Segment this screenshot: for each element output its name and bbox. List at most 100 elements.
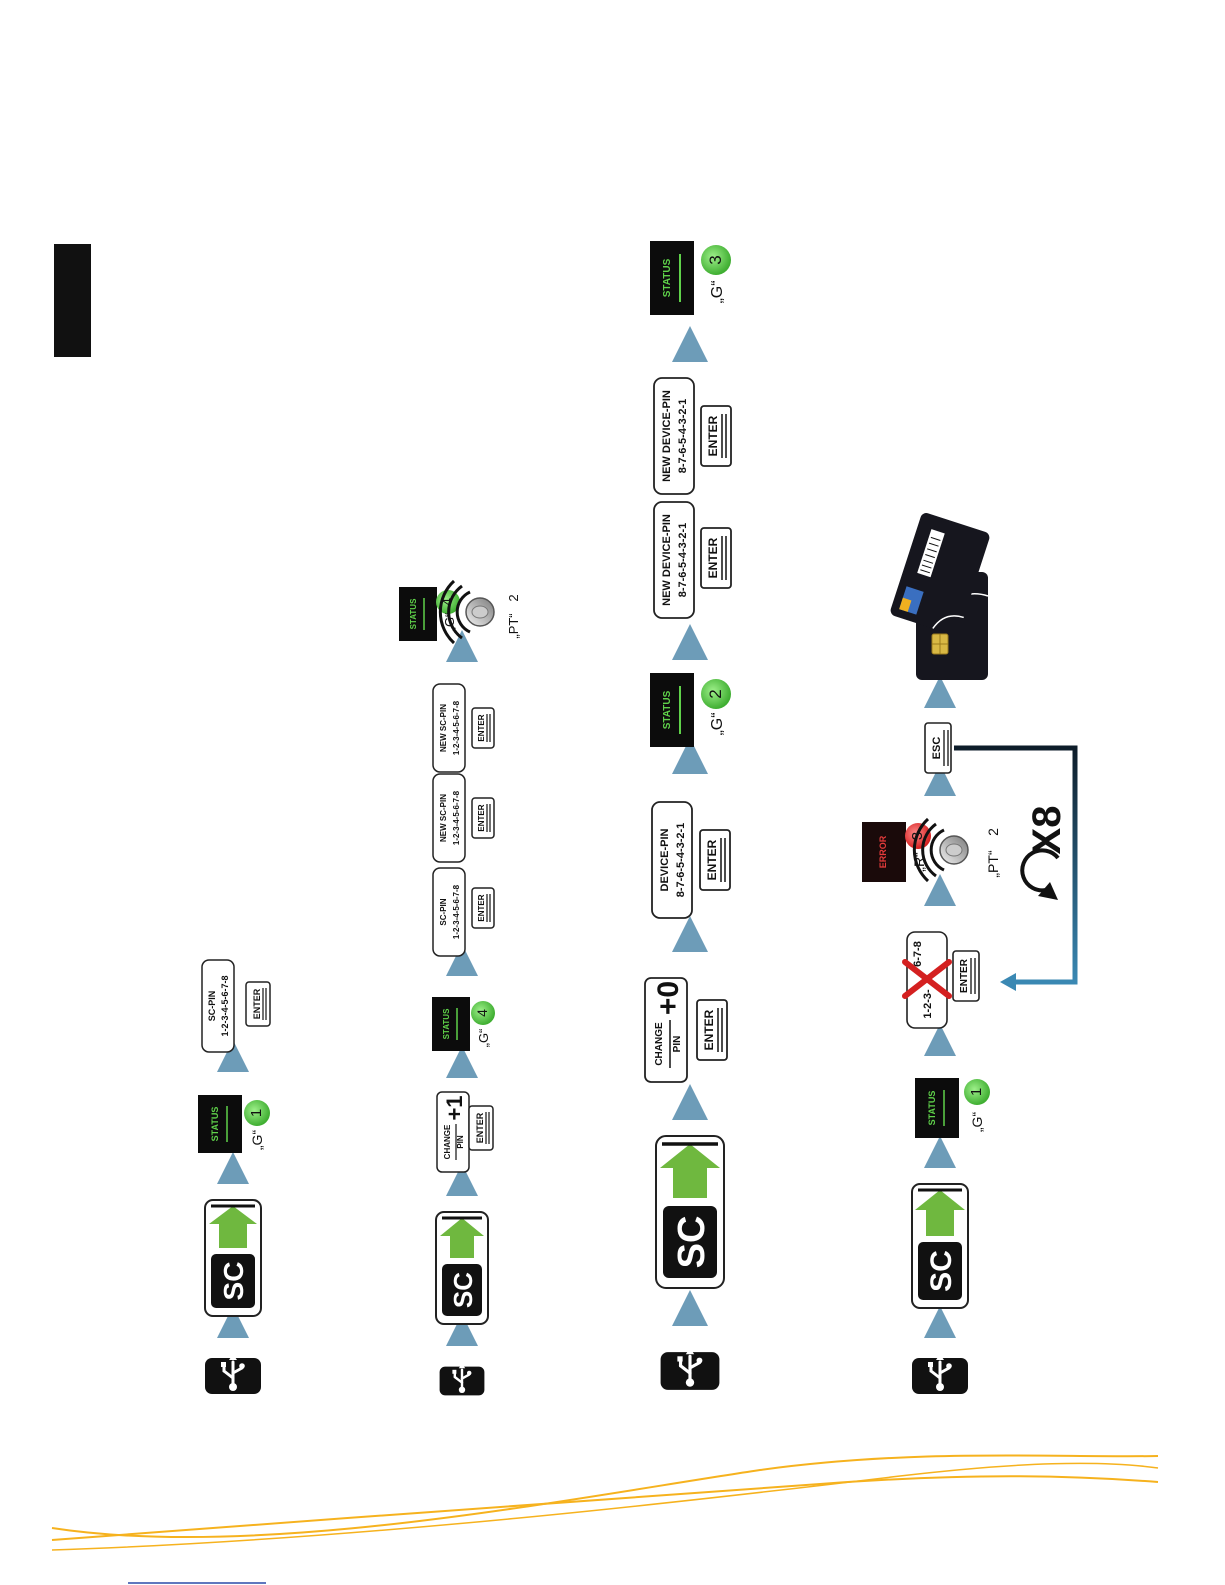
beep-count: 2 — [506, 594, 521, 601]
led-indicator — [964, 1079, 990, 1105]
loop-arrowhead — [1000, 973, 1016, 991]
smartcards-image — [890, 513, 990, 680]
pin-value: 8-7-6-5-4-3-2-1 — [675, 823, 687, 898]
flow-row-2: SC CHANGE PIN +1 ENTER STATUS 4 „G“ — [399, 579, 521, 1397]
pin-entry-device-pin: DEVICE-PIN 8-7-6-5-4-3-2-1 — [651, 801, 693, 919]
usb-icon — [203, 1352, 263, 1396]
pin-title: SC-PIN — [207, 991, 217, 1022]
cross-icon — [902, 959, 952, 999]
pin-title: NEW DEVICE-PIN — [661, 390, 673, 482]
pin-value: 8-7-6-5-4-3-2-1 — [677, 523, 689, 598]
loop-back-connector — [954, 745, 1078, 985]
pin-label: PIN — [456, 1135, 465, 1149]
beep-count: 2 — [985, 828, 1001, 836]
plus-one-label: +1 — [442, 1095, 467, 1120]
side-tab — [54, 244, 91, 357]
change-label: CHANGE — [443, 1124, 452, 1159]
sc-label: SC — [448, 1272, 478, 1308]
pin-title: SC-PIN — [439, 898, 448, 925]
pin-value: 8-7-6-5-4-3-2-1 — [677, 399, 689, 474]
pin-entry-new-device-pin: NEW DEVICE-PIN 8-7-6-5-4-3-2-1 — [653, 501, 695, 619]
esc-key: ESC — [924, 722, 952, 774]
plus-zero-label: +0 — [652, 981, 685, 1015]
repeat-count-label: X8 — [1025, 806, 1069, 855]
pin-entry-new-sc-pin: NEW SC-PIN 1-2-3-4-5-6-7-8 — [432, 683, 466, 773]
pin-title: DEVICE-PIN — [659, 828, 671, 891]
enter-label: ENTER — [706, 537, 720, 578]
status-label: STATUS — [662, 258, 673, 297]
led-count: 1 — [968, 1088, 985, 1096]
pin-value: 1-2-3-4-5-6-7-8 — [452, 790, 461, 845]
beep-label: „PT“ — [506, 613, 521, 638]
enter-key: ENTER — [245, 981, 271, 1027]
pin-title: NEW DEVICE-PIN — [661, 514, 673, 606]
status-display: STATUS — [198, 1095, 242, 1153]
led-color-label: „G“ — [969, 1112, 985, 1133]
enter-key: ENTER — [471, 707, 495, 749]
led-count: 4 — [474, 1009, 490, 1017]
error-label: ERROR — [878, 835, 888, 868]
pin-entry-new-device-pin: NEW DEVICE-PIN 8-7-6-5-4-3-2-1 — [653, 377, 695, 495]
status-display: STATUS — [432, 997, 470, 1051]
status-display: STATUS — [915, 1078, 959, 1138]
led-indicator — [701, 679, 731, 709]
flow-row-4: SC STATUS 1 „G“ 1-2-3- 6-7-8 ENTER — [862, 513, 1078, 1396]
led-color-label: „G“ — [709, 712, 726, 735]
pin-entry-sc-pin: SC-PIN 1-2-3-4-5-6-7-8 — [201, 959, 235, 1053]
flow-row-1: SC STATUS 1 „G“ SC-PIN 1-2-3-4-5-6-7-8 E… — [198, 959, 271, 1396]
usb-icon — [438, 1362, 486, 1397]
enter-key: ENTER — [700, 527, 732, 589]
led-count: 3 — [706, 255, 725, 264]
enter-label: ENTER — [252, 988, 262, 1019]
esc-label: ESC — [931, 737, 943, 760]
pin-value: 1-2-3-4-5-6-7-8 — [452, 700, 461, 755]
led-indicator — [244, 1100, 270, 1126]
pin-label: PIN — [672, 1036, 683, 1053]
enter-label: ENTER — [477, 804, 486, 831]
error-display: ERROR — [862, 822, 906, 882]
flow-row-3: SC CHANGE PIN +0 ENTER DEVICE-PIN 8-7-6-… — [644, 241, 732, 1392]
change-pin-plus-one: CHANGE PIN +1 — [436, 1091, 470, 1173]
enter-label: ENTER — [477, 714, 486, 741]
status-label: STATUS — [662, 690, 673, 729]
enter-label: ENTER — [477, 894, 486, 921]
status-label: STATUS — [210, 1107, 220, 1142]
usb-icon — [659, 1346, 721, 1392]
pin-value: 1-2-3-4-5-6-7-8 — [452, 884, 461, 939]
change-label: CHANGE — [654, 1022, 665, 1066]
enter-key: ENTER — [700, 405, 732, 467]
status-display: STATUS — [650, 241, 694, 315]
enter-key: ENTER — [952, 950, 980, 1002]
enter-label: ENTER — [959, 958, 970, 993]
led-indicator — [471, 1001, 495, 1025]
enter-key: ENTER — [471, 797, 495, 839]
beep-label: „PT“ — [985, 850, 1001, 878]
enter-label: ENTER — [702, 1009, 716, 1050]
enter-key: ENTER — [468, 1105, 494, 1151]
sc-label: SC — [671, 1216, 713, 1269]
enter-key: ENTER — [699, 829, 731, 891]
status-label: STATUS — [409, 598, 418, 629]
pin-entry-new-sc-pin: NEW SC-PIN 1-2-3-4-5-6-7-8 — [432, 773, 466, 863]
led-count: 1 — [248, 1109, 265, 1117]
pin-value-left: 1-2-3- — [922, 989, 934, 1019]
smartcard-insert-icon: SC — [911, 1183, 969, 1309]
loop-arrow-icon — [1020, 848, 1060, 900]
smartcard-insert-icon: SC — [435, 1211, 489, 1325]
pin-title: NEW SC-PIN — [439, 794, 448, 842]
smartcard-insert-icon: SC — [204, 1199, 262, 1317]
enter-label: ENTER — [706, 415, 720, 456]
enter-label: ENTER — [475, 1112, 485, 1143]
status-display: STATUS — [399, 587, 437, 641]
enter-label: ENTER — [705, 839, 719, 880]
enter-key: ENTER — [696, 999, 728, 1061]
led-color-label: „G“ — [249, 1130, 265, 1151]
led-count: 2 — [706, 689, 725, 698]
led-color-label: „G“ — [709, 280, 726, 303]
status-label: STATUS — [927, 1091, 937, 1126]
pin-entry-wrong-pin: 1-2-3- 6-7-8 — [902, 931, 952, 1029]
sc-label: SC — [925, 1250, 958, 1292]
status-label: STATUS — [442, 1008, 451, 1039]
smartcard-insert-icon: SC — [655, 1135, 725, 1289]
